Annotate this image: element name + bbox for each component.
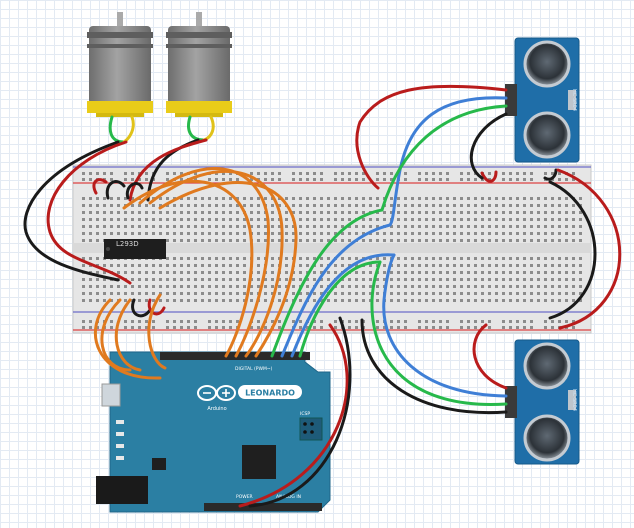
wire-sensor-top-red: [355, 84, 508, 190]
wire-motor-left-black: [23, 140, 120, 282]
analog-header-label: ANALOG IN: [276, 494, 301, 500]
breadboard-holes: [82, 172, 582, 329]
icsp-label: ICSP: [300, 411, 310, 417]
wire-orange: [158, 181, 298, 358]
wire-jumper-black: [131, 298, 152, 318]
wire-motor-right-yellow: [202, 115, 215, 142]
wire-rail-black: [548, 180, 597, 320]
wire-blue-signal: [290, 253, 396, 358]
arduino-logo: [197, 385, 236, 401]
chip-label: L293D: [116, 240, 139, 248]
dc-motor-left: [87, 12, 153, 117]
wire-orange: [100, 298, 132, 372]
wire-sensor-bottom-black: [360, 318, 508, 415]
wire-orange: [138, 167, 270, 358]
wire-rail-red: [556, 168, 622, 330]
wire-jumper-red: [480, 170, 498, 183]
sensor-label: HC-SR04: [571, 389, 577, 411]
wire-jumper-black: [105, 180, 126, 200]
wire-motor-left-red: [46, 140, 132, 285]
wire-jumper-black: [543, 168, 558, 181]
wire-sensor-bottom-red: [472, 323, 508, 390]
wire-power-black: [248, 316, 352, 508]
wire-sensor-bottom-blue: [382, 253, 508, 398]
wire-orange: [148, 169, 284, 358]
board-brand: Arduino: [207, 406, 226, 412]
board-name: LEONARDO: [245, 389, 295, 398]
arduino-leonardo-board: LEONARDO Arduino DIGITAL (PWM~) POWER AN…: [96, 351, 331, 513]
ultrasonic-sensor-bottom: HC-SR04: [505, 339, 580, 465]
wire-orange: [114, 298, 142, 372]
sensor-label: HC-SR04: [571, 89, 577, 111]
wire-jumper-red: [147, 298, 166, 316]
wire-blue-signal: [280, 223, 392, 358]
power-header-label: POWER: [236, 494, 253, 500]
wire-power-red: [238, 323, 349, 508]
wire-orange: [93, 298, 162, 380]
wire-sensor-top-blue: [388, 96, 508, 227]
ultrasonic-sensor-top: HC-SR04: [505, 37, 580, 163]
wire-green-signal: [270, 208, 384, 358]
wire-motor-left-green: [108, 115, 126, 144]
wire-jumper-red: [92, 178, 108, 195]
wire-motor-left-yellow: [122, 115, 135, 144]
wire-orange: [122, 179, 254, 358]
wires: [23, 84, 622, 508]
dc-motor-right: [166, 12, 232, 117]
wire-green-signal: [298, 260, 382, 358]
wire-sensor-top-green: [380, 104, 508, 212]
wire-sensor-top-black: [469, 112, 508, 180]
breadboard: [72, 164, 592, 334]
digital-header-label: DIGITAL (PWM~): [235, 366, 273, 372]
wire-jumper-black: [125, 182, 144, 200]
wire-orange: [147, 293, 167, 370]
wire-motor-right-red: [128, 138, 208, 202]
motor-driver-chip: L293D: [104, 239, 166, 259]
wire-motor-right-green: [187, 115, 206, 142]
wire-sensor-bottom-green: [370, 260, 508, 406]
